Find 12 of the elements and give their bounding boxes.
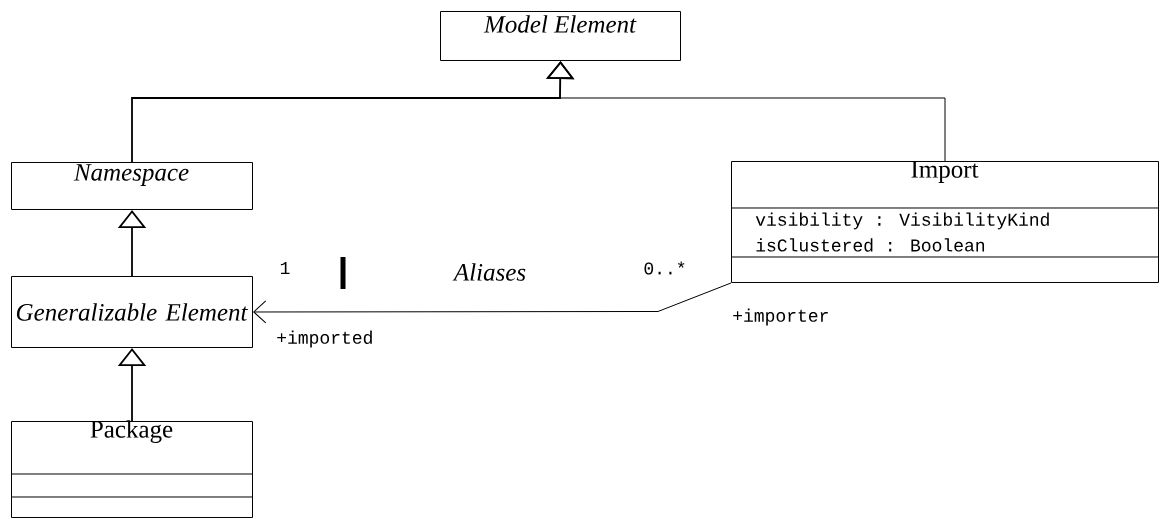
- class-box: Model Element: [440, 11, 681, 61]
- role-label: +imported: [277, 330, 372, 348]
- class-box: Import visibility : VisibilityKind isClustered : Boolean: [730, 161, 1159, 283]
- association-arrow: [253, 282, 732, 324]
- role-label: +importer: [733, 308, 828, 326]
- multiplicity-label: 1: [280, 262, 290, 274]
- edge-label: Aliases: [452, 262, 528, 282]
- class-box: Package: [10, 420, 253, 518]
- multiplicity-label: 0..*: [644, 261, 685, 275]
- generalization-arrow: [546, 61, 946, 162]
- class-box: Namespace: [11, 162, 253, 210]
- class-box: Generalizable Element: [11, 276, 253, 348]
